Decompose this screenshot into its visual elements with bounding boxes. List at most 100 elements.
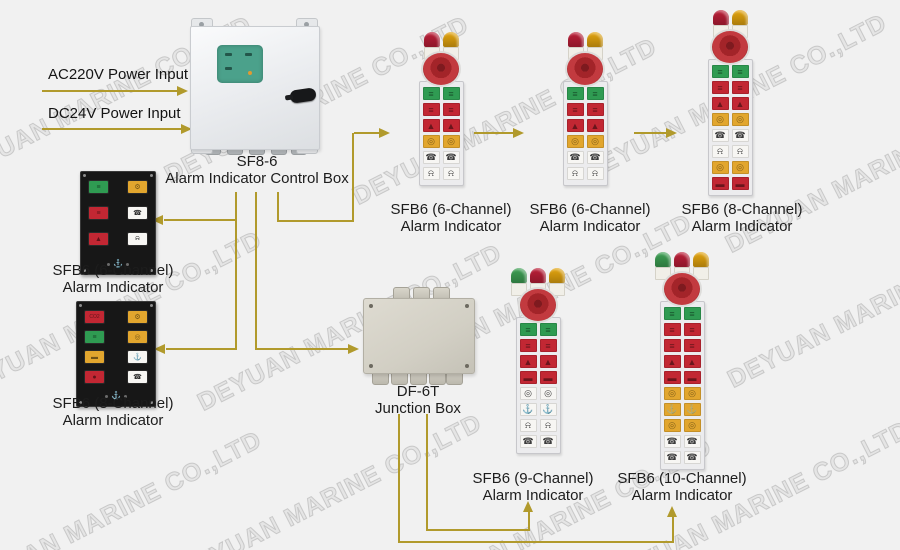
white-indicator-cell: ⍾ bbox=[586, 167, 604, 180]
green-indicator-cell: ≡ bbox=[711, 65, 729, 78]
amber-alarm-button[interactable]: ▬ bbox=[85, 351, 104, 363]
red-indicator-cell: ≡ bbox=[711, 81, 729, 94]
amber-indicator-cell: ◎ bbox=[731, 161, 749, 174]
circle-icon: ◎ bbox=[668, 388, 676, 398]
white-indicator-cell: ☎ bbox=[422, 151, 440, 164]
green-indicator-cell: ≡ bbox=[566, 87, 584, 100]
indicator-row: ◎◎ bbox=[711, 113, 749, 126]
green-indicator-cell: ≡ bbox=[731, 65, 749, 78]
junction-box-model: DF-6T bbox=[396, 383, 440, 400]
amber-alarm-button[interactable]: ◎ bbox=[128, 331, 147, 343]
connector-line bbox=[672, 516, 674, 543]
circle-icon: ◎ bbox=[544, 388, 552, 398]
amber-indicator-cell: ◎ bbox=[422, 135, 440, 148]
white-indicator-cell: ☎ bbox=[566, 151, 584, 164]
circle-icon: ◎ bbox=[571, 136, 579, 146]
label-panel-6ch: SFB6 (6-Channel) Alarm Indicator bbox=[33, 262, 193, 296]
indicator-row: ≡≡ bbox=[711, 81, 749, 94]
text-icon: ≡ bbox=[448, 88, 454, 99]
connector-line bbox=[398, 414, 400, 543]
red-alarm-button[interactable]: ≡ bbox=[89, 207, 108, 219]
text-icon: ≡ bbox=[717, 82, 723, 93]
connector-line bbox=[257, 348, 349, 350]
red-alarm-button[interactable]: ● bbox=[85, 371, 104, 383]
screw bbox=[369, 364, 373, 368]
fire-icon: ▲ bbox=[667, 356, 677, 367]
red-indicator-cell: ▲ bbox=[519, 355, 537, 368]
amber-alarm-button[interactable]: ⚙ bbox=[128, 311, 147, 323]
device-type: Alarm Indicator bbox=[539, 218, 641, 235]
green-beacon-dome bbox=[655, 252, 671, 267]
amber-alarm-button[interactable]: ⚙ bbox=[128, 181, 147, 193]
phone-icon: ☎ bbox=[734, 130, 746, 140]
red-indicator-cell: ≡ bbox=[566, 103, 584, 116]
indicator-mark bbox=[225, 67, 232, 70]
label-panel-8ch: SFB6 (8-Channel) Alarm Indicator bbox=[33, 395, 193, 429]
amber-indicator-cell: ⚓ bbox=[663, 403, 681, 416]
dash-icon: ▬ bbox=[735, 178, 745, 189]
device-type: Alarm Indicator bbox=[62, 279, 164, 296]
white-alarm-button[interactable]: ⍾ bbox=[128, 233, 147, 245]
indicator-row: ⍾⍾ bbox=[566, 167, 604, 180]
green-alarm-button[interactable]: ≡ bbox=[89, 181, 108, 193]
gear-icon: ⚙ bbox=[134, 314, 141, 321]
connector-line bbox=[634, 132, 667, 134]
phone-icon: ☎ bbox=[589, 152, 601, 162]
green-indicator-cell: ≡ bbox=[663, 307, 681, 320]
indicator-row: ≡≡ bbox=[566, 103, 604, 116]
connector-arrow bbox=[181, 124, 192, 134]
text-icon: ≡ bbox=[689, 308, 695, 319]
tower-sfb6-10ch: ≡≡≡≡≡≡▲▲▬▬◎◎⚓⚓◎◎☎☎☎☎ bbox=[654, 252, 710, 470]
white-indicator-cell: ☎ bbox=[731, 129, 749, 142]
white-alarm-button[interactable]: ☎ bbox=[128, 207, 147, 219]
fire-icon: ▲ bbox=[715, 98, 725, 109]
indicator-row: ≡≡ bbox=[566, 87, 604, 100]
circle-icon: ◎ bbox=[736, 162, 744, 172]
connector-line bbox=[235, 192, 237, 350]
connector-line bbox=[277, 192, 279, 222]
indicator-row: ▬▬ bbox=[663, 371, 701, 384]
dc-power-label: DC24V Power Input bbox=[48, 105, 181, 122]
circle-icon: ◎ bbox=[688, 388, 696, 398]
amber-beacon-dome bbox=[586, 32, 603, 47]
red-alarm-button[interactable]: CO2 bbox=[85, 311, 104, 323]
red-indicator-cell: ≡ bbox=[731, 81, 749, 94]
tower-sfb6-6ch-b: ≡≡≡≡▲▲◎◎☎☎⍾⍾ bbox=[557, 32, 613, 186]
device-model: SFB6 (6-Channel) bbox=[52, 262, 174, 279]
phone-icon: ☎ bbox=[666, 436, 678, 446]
white-indicator-cell: ☎ bbox=[539, 435, 557, 448]
indicator-column: ≡≡≡≡▲▲▬▬◎◎⚓⚓⍾⍾☎☎ bbox=[515, 317, 561, 454]
power-switch-knob[interactable] bbox=[289, 87, 317, 104]
indicator-row: ▬▬ bbox=[519, 371, 557, 384]
indicator-row: ⚓⚓ bbox=[519, 403, 557, 416]
device-type: Alarm Indicator bbox=[691, 218, 793, 235]
horn-siren-icon bbox=[421, 51, 461, 87]
text-icon: ≡ bbox=[92, 333, 97, 341]
green-indicator-cell: ≡ bbox=[519, 323, 537, 336]
label-sfb6-9ch: SFB6 (9-Channel) Alarm Indicator bbox=[453, 470, 613, 504]
red-alarm-button[interactable]: ▲ bbox=[89, 233, 108, 245]
phone-icon: ☎ bbox=[569, 152, 581, 162]
indicator-row: ⍾⍾ bbox=[519, 419, 557, 432]
tower-sfb6-8ch: ≡≡≡≡▲▲◎◎☎☎⍾⍾◎◎▬▬ bbox=[702, 10, 758, 196]
circle-icon: ◎ bbox=[134, 334, 141, 341]
boat-icon: ⚓ bbox=[133, 354, 142, 361]
device-model: SFB6 (8-Channel) bbox=[52, 395, 174, 412]
indicator-row: ≡≡ bbox=[663, 323, 701, 336]
white-alarm-button[interactable]: ☎ bbox=[128, 371, 147, 383]
fire-icon: ▲ bbox=[687, 356, 697, 367]
horn-siren-icon bbox=[565, 51, 605, 87]
screw bbox=[79, 304, 82, 307]
anchor-icon: ⚓ bbox=[111, 391, 121, 400]
white-alarm-button[interactable]: ⚓ bbox=[128, 351, 147, 363]
phone-icon: ☎ bbox=[686, 436, 698, 446]
indicator-row: ☎☎ bbox=[663, 451, 701, 464]
circle-icon: ◎ bbox=[447, 136, 455, 146]
white-indicator-cell: ⍾ bbox=[711, 145, 729, 158]
indicator-row: ≡≡ bbox=[519, 323, 557, 336]
boat-icon: ⚓ bbox=[666, 404, 678, 414]
red-indicator-cell: ▲ bbox=[422, 119, 440, 132]
indicator-mark bbox=[225, 53, 232, 56]
amber-beacon-dome bbox=[549, 268, 565, 283]
green-alarm-button[interactable]: ≡ bbox=[85, 331, 104, 343]
